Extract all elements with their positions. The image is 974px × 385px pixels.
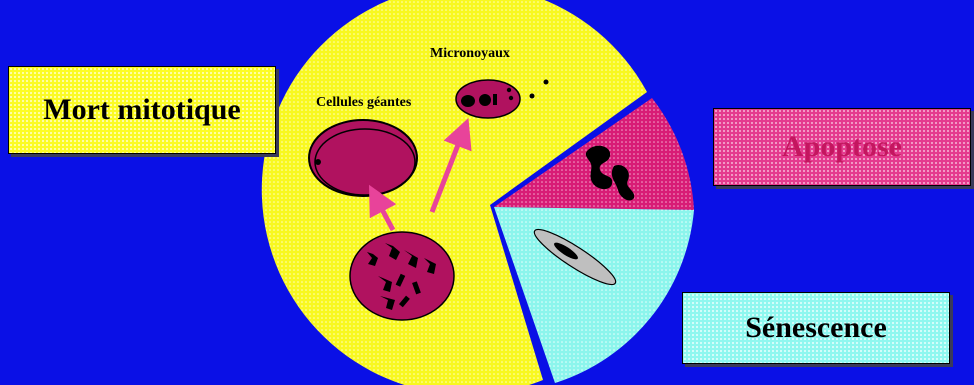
label-cellules-geantes: Cellules géantes (316, 95, 412, 110)
giant-cell-icon (309, 120, 417, 196)
label-micronoyaux: Micronoyaux (430, 46, 510, 61)
label-senescence: Sénescence (682, 292, 950, 364)
label-senescence-text: Sénescence (745, 311, 887, 345)
label-mort-mitotique-text: Mort mitotique (43, 93, 240, 127)
label-apoptose: Apoptose (713, 108, 971, 186)
label-mort-mitotique: Mort mitotique (8, 66, 276, 154)
label-apoptose-text: Apoptose (782, 130, 902, 164)
mitotic-cell-icon (350, 232, 454, 320)
